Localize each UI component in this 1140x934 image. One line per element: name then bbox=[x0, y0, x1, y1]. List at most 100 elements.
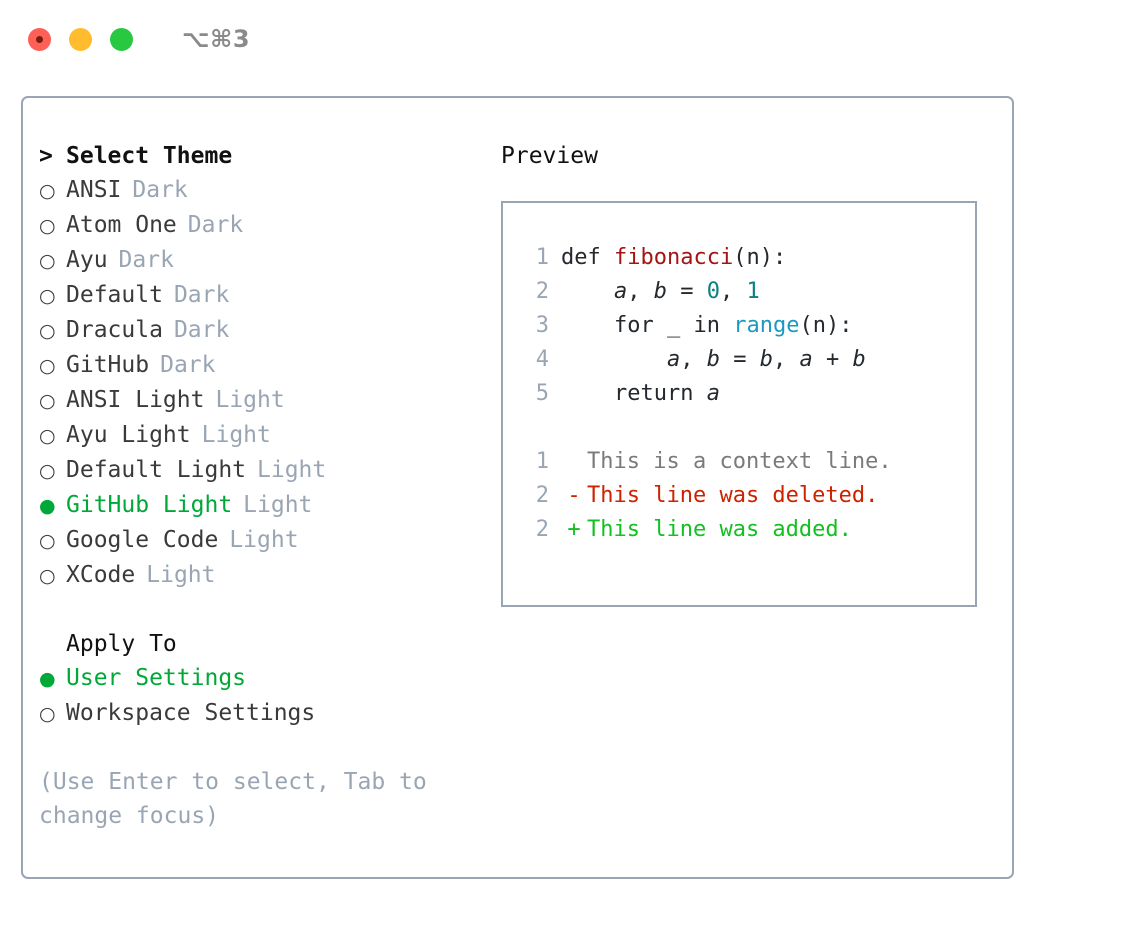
option-variant-tag: Light bbox=[201, 422, 271, 448]
radio-unselected-icon: ○ bbox=[39, 390, 56, 412]
code-line-number: 2 bbox=[535, 279, 549, 304]
section-spacer bbox=[39, 593, 479, 627]
diff-line-text: This line was deleted. bbox=[587, 483, 879, 508]
code-line-text: for _ in range(n): bbox=[561, 309, 852, 343]
code-diff-gap bbox=[521, 411, 975, 445]
option-label: XCode bbox=[66, 562, 136, 588]
option-label: Dracula bbox=[66, 317, 163, 343]
diff-line-add: 2+This line was added. bbox=[521, 513, 975, 547]
diff-line-number: 2 bbox=[535, 483, 549, 508]
option-variant-tag: Dark bbox=[173, 282, 230, 308]
diff-line-text: This is a context line. bbox=[587, 449, 892, 474]
code-token-num: 0 bbox=[706, 279, 720, 304]
diff-line-context: 1 This is a context line. bbox=[521, 445, 975, 479]
code-token-plain: , bbox=[627, 279, 654, 304]
apply-option-user-settings[interactable]: ● User Settings bbox=[39, 661, 479, 696]
code-token-plain: = bbox=[719, 347, 760, 372]
minimize-window-button[interactable] bbox=[69, 27, 92, 51]
option-variant-tag: Light bbox=[257, 457, 327, 483]
code-token-plain: (n): bbox=[799, 313, 853, 338]
theme-option-default-light[interactable]: ○ Default Light Light bbox=[39, 453, 479, 488]
code-line: 5 return a bbox=[521, 377, 975, 411]
option-label: GitHub Light bbox=[66, 492, 233, 518]
select-theme-title: Select Theme bbox=[66, 143, 233, 169]
option-label: Workspace Settings bbox=[66, 700, 316, 726]
radio-unselected-icon: ○ bbox=[39, 565, 56, 587]
diff-marker bbox=[561, 445, 587, 479]
code-token-plain: + bbox=[812, 347, 853, 372]
option-label: ANSI Light bbox=[66, 387, 205, 413]
code-token-var: b bbox=[852, 347, 866, 372]
focus-marker: > bbox=[39, 143, 53, 169]
radio-unselected-icon: ○ bbox=[39, 180, 56, 202]
code-token-plain: = bbox=[666, 279, 707, 304]
focus-marker-inactive bbox=[39, 627, 66, 661]
code-token-kw: in bbox=[693, 313, 734, 338]
code-line-number: 5 bbox=[535, 381, 549, 406]
apply-to-title: Apply To bbox=[66, 631, 177, 657]
apply-option-workspace-settings[interactable]: ○ Workspace Settings bbox=[39, 696, 479, 731]
radio-unselected-icon: ○ bbox=[39, 460, 56, 482]
option-variant-tag: Light bbox=[229, 527, 299, 553]
option-label: Default Light bbox=[66, 457, 247, 483]
option-variant-tag: Dark bbox=[160, 352, 216, 378]
title-bar: ⌥⌘3 bbox=[0, 0, 1140, 78]
option-variant-tag: Dark bbox=[173, 317, 230, 343]
theme-option-dracula[interactable]: ○ Dracula Dark bbox=[39, 313, 479, 348]
code-line-text: a, b = 0, 1 bbox=[561, 275, 760, 309]
option-label: Ayu bbox=[66, 247, 108, 273]
code-token-var: b bbox=[653, 279, 667, 304]
theme-option-xcode[interactable]: ○ XCode Light bbox=[39, 558, 479, 593]
code-line-number: 3 bbox=[535, 313, 549, 338]
code-token-kw: for bbox=[561, 313, 667, 338]
option-variant-tag: Light bbox=[146, 562, 216, 588]
code-line-text: a, b = b, a + b bbox=[561, 343, 866, 377]
close-window-button[interactable] bbox=[28, 27, 51, 51]
apply-to-list: ● User Settings ○ Workspace Settings bbox=[39, 661, 479, 731]
diff-marker: + bbox=[567, 517, 581, 542]
code-token-var: b bbox=[759, 347, 773, 372]
option-label: Google Code bbox=[66, 527, 219, 553]
code-line-number: 4 bbox=[535, 347, 549, 372]
code-line: 3 for _ in range(n): bbox=[521, 309, 975, 343]
diff-marker: - bbox=[567, 483, 581, 508]
option-variant-tag: Dark bbox=[187, 212, 244, 238]
preview-heading: Preview bbox=[501, 143, 598, 169]
option-variant-tag: Light bbox=[243, 492, 313, 518]
code-token-kw: return bbox=[561, 381, 707, 406]
window-controls bbox=[28, 27, 133, 51]
option-label: Default bbox=[66, 282, 163, 308]
code-line: 4 a, b = b, a + b bbox=[521, 343, 975, 377]
radio-unselected-icon: ○ bbox=[39, 250, 56, 272]
maximize-window-button[interactable] bbox=[110, 27, 133, 51]
code-token-plain: (n): bbox=[733, 245, 787, 270]
code-line-number: 1 bbox=[535, 245, 549, 270]
apply-to-heading: Apply To bbox=[39, 627, 479, 661]
radio-selected-icon: ● bbox=[39, 668, 56, 690]
radio-unselected-icon: ○ bbox=[39, 703, 56, 725]
radio-unselected-icon: ○ bbox=[39, 285, 56, 307]
diff-line-number: 2 bbox=[535, 517, 549, 542]
code-token-var: a bbox=[613, 279, 628, 304]
radio-unselected-icon: ○ bbox=[39, 425, 56, 447]
diff-line-del: 2-This line was deleted. bbox=[521, 479, 975, 513]
radio-unselected-icon: ○ bbox=[39, 320, 56, 342]
diff-line-number: 1 bbox=[535, 449, 549, 474]
option-label: User Settings bbox=[66, 665, 247, 691]
code-token-plain: , bbox=[680, 347, 707, 372]
code-token-plain: , bbox=[772, 347, 800, 372]
theme-option-default[interactable]: ○ Default Dark bbox=[39, 278, 479, 313]
